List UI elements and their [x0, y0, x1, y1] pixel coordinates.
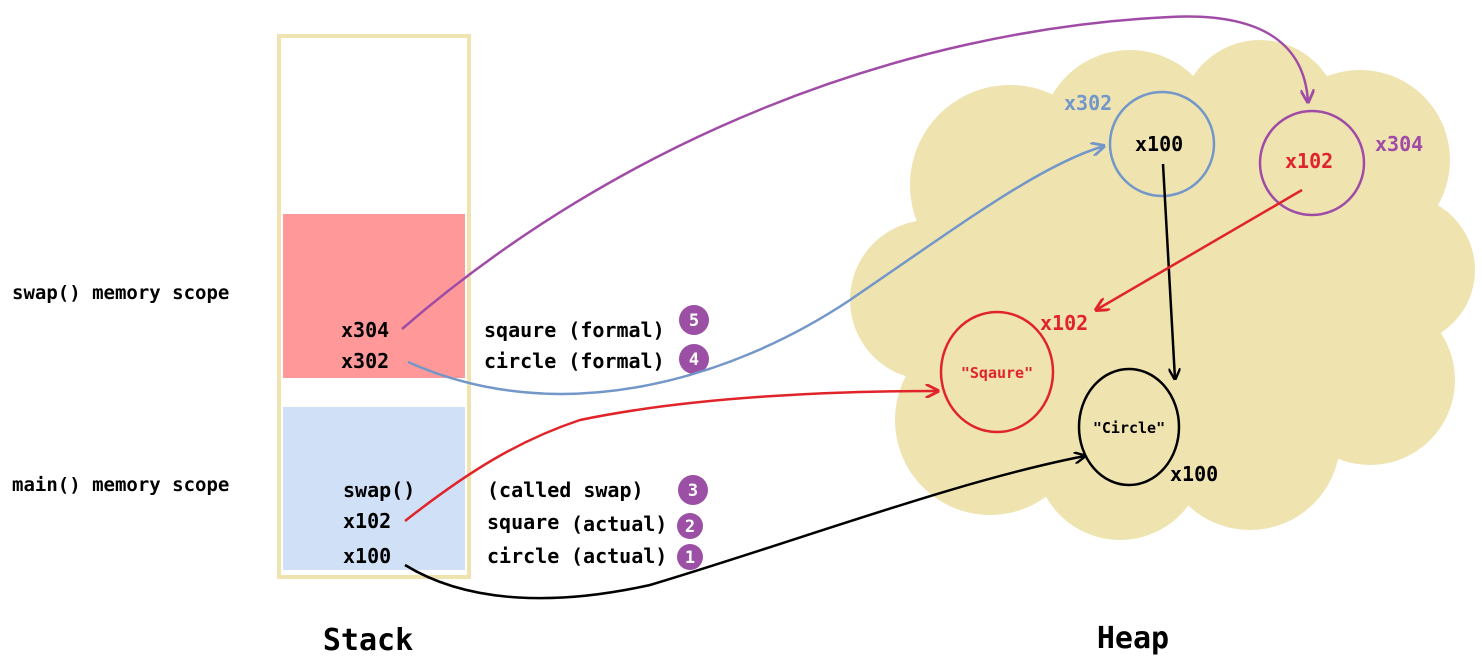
heap-obj-square	[939, 310, 1055, 434]
badge-4: 4	[679, 344, 709, 374]
desc-x100-a: circle	[487, 544, 559, 568]
swap-scope-block	[283, 214, 465, 378]
stack-var-swap: swap()	[343, 478, 415, 502]
stack-title: Stack	[323, 623, 413, 658]
arrow-x102-to-square	[404, 391, 938, 522]
heap-ref-x304-value: x102	[1285, 149, 1333, 173]
arrow-x304-to-heap	[401, 15, 1308, 330]
heap-ref-x304-label: x304	[1375, 132, 1423, 156]
badge-1: 1	[677, 544, 703, 570]
svg-text:1: 1	[685, 548, 695, 568]
desc-x102-b: (actual)	[571, 512, 667, 536]
heap-ref-x302-circle	[1108, 90, 1216, 198]
stack-var-x100: x100	[343, 544, 391, 568]
svg-text:4: 4	[689, 350, 699, 370]
svg-text:2: 2	[685, 517, 695, 537]
badge-5: 5	[679, 305, 709, 335]
heap-ref-x304-circle	[1258, 109, 1366, 217]
heap-obj-circle-text: "Circle"	[1093, 419, 1165, 437]
heap-obj-square-text: "Sqaure"	[961, 364, 1033, 382]
arrow-ref-x102-to-square	[1096, 188, 1303, 310]
heap-obj-circle	[1077, 367, 1181, 487]
stack-var-x304: x304	[341, 318, 389, 342]
heap-obj-circle-addr: x100	[1170, 462, 1218, 486]
heap-cloud	[850, 40, 1475, 540]
arrow-x100-to-circle	[404, 456, 1085, 600]
main-scope-block	[283, 407, 465, 570]
heap-ref-x302-value: x100	[1135, 132, 1183, 156]
svg-text:5: 5	[689, 311, 699, 331]
desc-x304: sqaure (formal)	[484, 318, 665, 342]
arrow-ref-x100-to-circle	[1161, 163, 1175, 379]
arrow-x302-to-heap	[407, 146, 1104, 396]
heap-title: Heap	[1097, 621, 1169, 656]
svg-text:3: 3	[688, 481, 698, 501]
badge-2: 2	[677, 513, 703, 539]
badge-3: 3	[678, 475, 708, 505]
swap-scope-label: swap() memory scope	[12, 282, 229, 304]
desc-x102-a: square	[487, 510, 559, 534]
stack-var-x302: x302	[341, 349, 389, 373]
stack-var-x102: x102	[343, 509, 391, 533]
desc-swap: (called swap)	[487, 478, 644, 502]
main-scope-label: main() memory scope	[12, 474, 229, 496]
heap-obj-square-addr: x102	[1040, 311, 1088, 335]
desc-x302: circle (formal)	[484, 349, 665, 373]
desc-x100-b: (actual)	[571, 544, 667, 568]
heap-ref-x302-label: x302	[1064, 91, 1112, 115]
